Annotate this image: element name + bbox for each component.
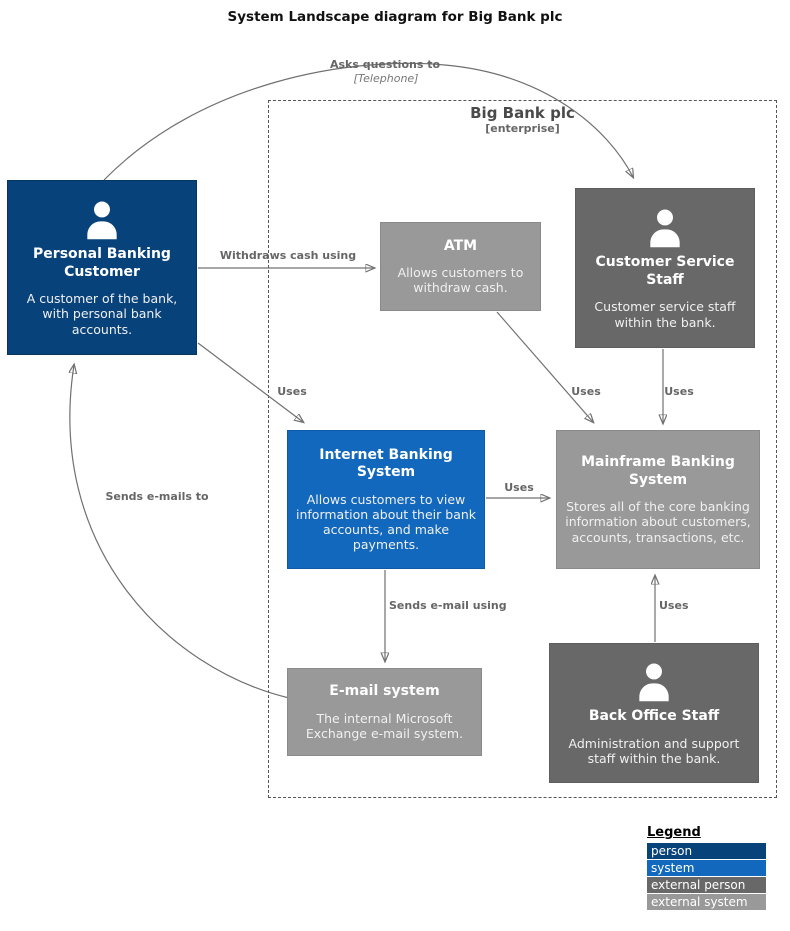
node-description: Allows customers to withdraw cash. [397,265,524,296]
edge-label-withdraws-cash: Withdraws cash using [219,249,357,262]
page-title: System Landscape diagram for Big Bank pl… [227,9,563,25]
node-personal-banking-customer[interactable]: Personal Banking Customer A customer of … [7,180,197,355]
node-title: E-mail system [329,683,440,699]
edge-label-ibs-uses: Uses [504,481,534,494]
edge-label-bos-uses: Uses [659,599,689,612]
node-description: A customer of the bank, with personal ba… [26,291,178,337]
legend-item-external-system: external system [647,894,766,910]
node-title: Personal Banking Customer [33,246,171,280]
boundary-name: Big Bank plc [470,104,575,122]
legend-item-person: person [647,843,766,859]
node-description: Stores all of the core banking informati… [565,499,751,545]
edge-label-sends-emails-to: Sends e-mails to [105,490,209,503]
edge-email-sends-to [70,365,290,699]
person-icon [79,198,125,242]
node-mainframe-banking-system[interactable]: Mainframe Banking System Stores all of t… [556,430,760,569]
node-customer-service-staff[interactable]: Customer Service Staff Customer service … [575,188,755,348]
edge-sublabel-telephone: [Telephone] [353,72,419,85]
node-description: Administration and support staff within … [568,735,740,766]
edge-label-asks-questions: Asks questions to [329,58,441,71]
boundary-type: [enterprise] [485,121,560,135]
node-description: Allows customers to view information abo… [296,491,477,553]
node-email-system[interactable]: E-mail system The internal Microsoft Exc… [287,668,482,756]
legend-item-system: system [647,860,766,876]
node-description: The internal Microsoft Exchange e-mail s… [305,710,464,741]
node-internet-banking-system[interactable]: Internet Banking System Allows customers… [287,430,485,569]
edge-label-atm-uses: Uses [571,385,601,398]
node-title: ATM [443,237,478,254]
edge-label-css-uses: Uses [664,385,694,398]
edge-label-sends-email-using: Sends e-mail using [389,599,507,612]
legend: Legend person system external person ext… [647,825,769,911]
legend-title: Legend [647,825,701,840]
node-title: Back Office Staff [588,708,720,724]
node-description: Customer service staff within the bank. [594,299,736,330]
enterprise-boundary-label: Big Bank plc [enterprise] [268,105,777,135]
person-icon [631,660,677,704]
node-title: Internet Banking System [319,446,453,481]
edge-label-customer-uses: Uses [277,385,307,398]
node-atm[interactable]: ATM Allows customers to withdraw cash. [380,222,541,311]
legend-item-external-person: external person [647,877,766,893]
node-title: Customer Service Staff [595,254,735,288]
person-icon [642,206,688,250]
node-title: Mainframe Banking System [581,454,735,488]
node-back-office-staff[interactable]: Back Office Staff Administration and sup… [549,643,759,783]
